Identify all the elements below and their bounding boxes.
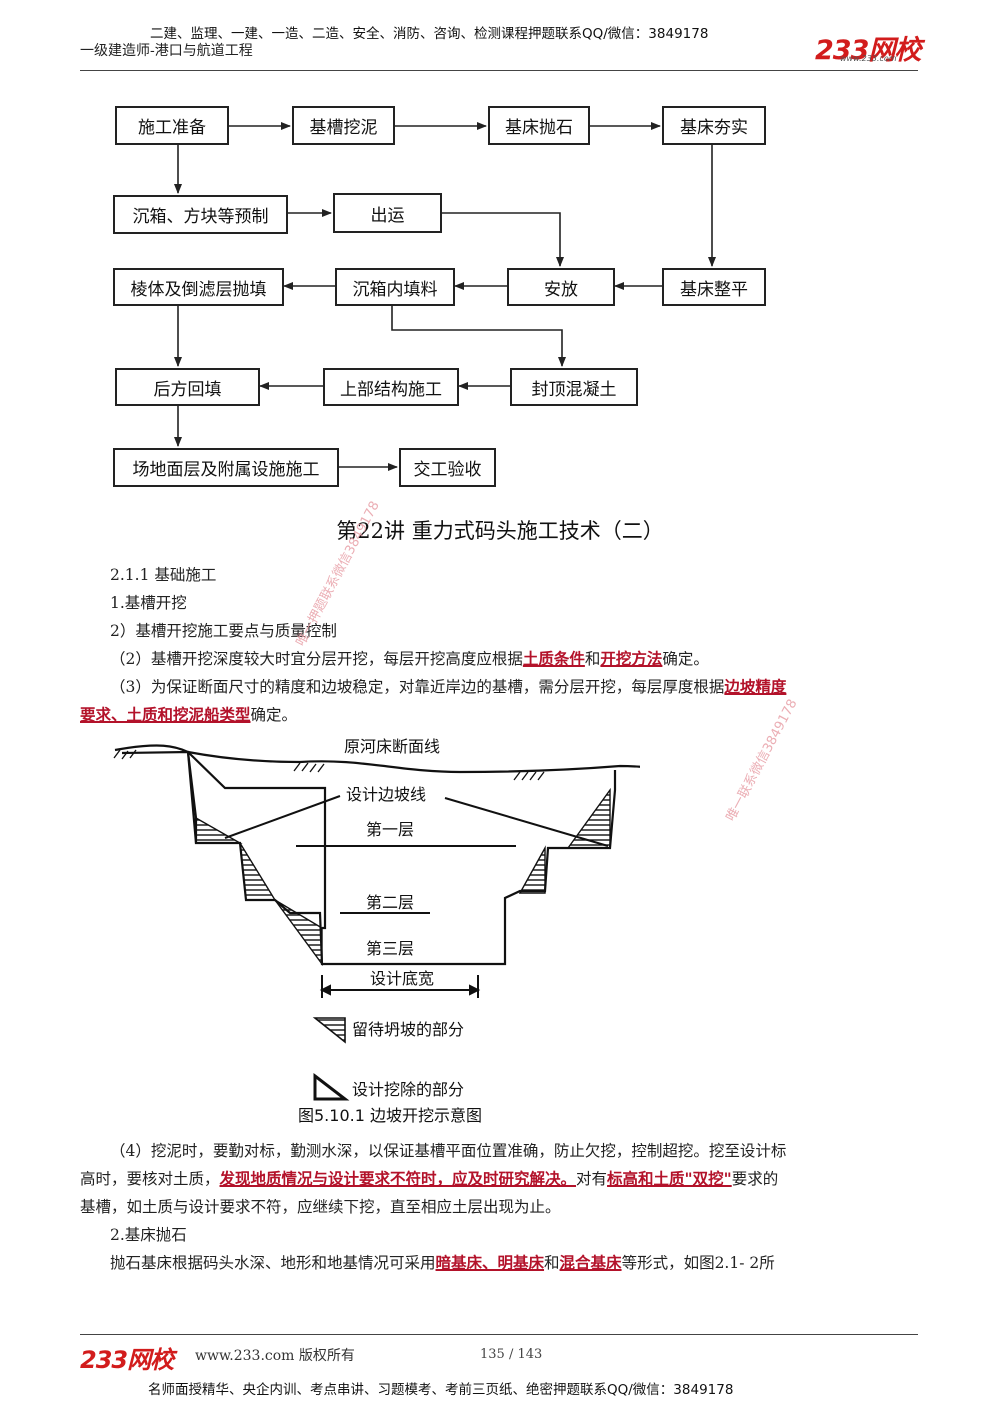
flowchart-arrows [174, 122, 716, 471]
label-layer-2: 第二层 [366, 893, 414, 912]
label-design-slope: 设计边坡线 [346, 785, 426, 804]
paragraph-4-line-2: 高时，要核对土质，发现地质情况与设计要求不符时，应及时研究解决。对有标高和土质"… [80, 1165, 778, 1193]
footer-logo: 233网校 [80, 1346, 174, 1374]
paragraph-2-text-a: （2）基槽开挖深度较大时宜分层开挖，每层开挖高度应根据 [110, 650, 523, 668]
section-heading-foundation: 2.1.1 基础施工 [110, 566, 217, 584]
legend-remove-label: 设计挖除的部分 [352, 1080, 464, 1099]
flow-box-transport: 出运 [333, 193, 442, 233]
flow-box-handover: 交工验收 [399, 448, 496, 487]
flow-box-level: 基床整平 [662, 268, 766, 306]
paragraph-3-text-c: 确定。 [250, 706, 298, 724]
header-banner: 二建、监理、一建、一造、二造、安全、消防、咨询、检测课程押题联系QQ/微信：38… [150, 26, 709, 42]
highlight-slope-precision: 边坡精度 [724, 677, 787, 696]
page-number: 135 / 143 [480, 1347, 543, 1362]
paragraph-4-line-3: 基槽，如土质与设计要求不符，应继续下挖，直至相应土层出现为止。 [80, 1198, 561, 1216]
flow-box-riprap: 基床抛石 [488, 106, 590, 145]
flow-box-prep: 施工准备 [115, 106, 229, 145]
paragraph-4-text-c: 对有 [576, 1170, 608, 1188]
flow-box-backfill-prism: 棱体及倒滤层抛填 [113, 268, 284, 306]
brand-logo-url: www.233.com [840, 54, 897, 63]
flow-box-rear-fill: 后方回填 [115, 368, 260, 406]
paragraph-4-text-d: 要求的 [731, 1170, 779, 1188]
flow-box-prefab: 沉箱、方块等预制 [113, 195, 288, 234]
header-rule [80, 70, 918, 71]
section-heading-riprap: 2.基床抛石 [110, 1226, 187, 1244]
paragraph-5: 抛石基床根据码头水深、地形和地基情况可采用暗基床、明基床和混合基床等形式，如图2… [110, 1249, 775, 1277]
section-heading-trench: 1.基槽开挖 [110, 594, 187, 612]
paragraph-4-text-b: 高时，要核对土质， [80, 1170, 220, 1188]
highlight-bed-types: 暗基床、明基床 [435, 1253, 545, 1272]
section-heading-quality: 2）基槽开挖施工要点与质量控制 [110, 622, 337, 640]
paragraph-2-text-b: 和 [584, 650, 601, 668]
highlight-geology-mismatch: 发现地质情况与设计要求不符时，应及时研究解决。 [219, 1169, 577, 1188]
paragraph-2-text-c: 确定。 [662, 650, 709, 668]
legend-keep-label: 留待坍坡的部分 [352, 1020, 464, 1039]
footer-copyright: www.233.com 版权所有 [195, 1348, 355, 1364]
figure-caption: 图5.10.1 边坡开挖示意图 [298, 1106, 482, 1125]
highlight-dredger-type: 要求、土质和挖泥船类型 [80, 705, 251, 724]
label-riverbed: 原河床断面线 [344, 737, 440, 756]
flow-box-fill: 沉箱内填料 [335, 268, 455, 306]
footer-rule [80, 1334, 918, 1335]
flow-box-place: 安放 [507, 268, 615, 306]
paragraph-3-line-2: 要求、土质和挖泥船类型确定。 [80, 701, 297, 729]
watermark-2: 唯一联系微信3849178 [723, 696, 801, 824]
paragraph-2: （2）基槽开挖深度较大时宜分层开挖，每层开挖高度应根据土质条件和开挖方法确定。 [110, 645, 709, 673]
flow-box-yard: 场地面层及附属设施施工 [113, 448, 339, 487]
label-layer-1: 第一层 [366, 820, 414, 839]
paragraph-5-text-b: 和 [544, 1254, 560, 1272]
label-bottom-width: 设计底宽 [370, 969, 434, 988]
flow-box-superstructure: 上部结构施工 [323, 368, 459, 406]
slope-excavation-figure: 原河床断面线 设计边坡线 第一层 第二层 第三层 设计底宽 留待坍坡的部分 设计… [113, 737, 640, 1125]
flow-box-trench: 基槽挖泥 [292, 106, 395, 145]
paragraph-4-line-1: （4）挖泥时，要勤对标，勤测水深，以保证基槽平面位置准确，防止欠挖，控制超挖。挖… [110, 1142, 787, 1160]
lecture-title: 第22讲 重力式码头施工技术（二） [336, 519, 664, 543]
flow-box-capping: 封顶混凝土 [510, 368, 638, 406]
header-subtitle: 一级建造师-港口与航道工程 [80, 43, 253, 59]
paragraph-5-text-c: 等形式，如图2.1- 2所 [621, 1254, 775, 1272]
paragraph-5-text-a: 抛石基床根据码头水深、地形和地基情况可采用 [110, 1254, 436, 1272]
footer-banner: 名师面授精华、央企内训、考点串讲、习题模考、考前三页纸、绝密押题联系QQ/微信：… [148, 1382, 734, 1398]
flow-box-tamp: 基床夯实 [662, 106, 766, 145]
highlight-mixed-bed: 混合基床 [559, 1253, 622, 1272]
highlight-excavation-method: 开挖方法 [600, 649, 663, 668]
highlight-soil-condition: 土质条件 [522, 649, 585, 668]
label-layer-3: 第三层 [366, 939, 414, 958]
paragraph-3-line-1: （3）为保证断面尺寸的精度和边坡稳定，对靠近岸边的基槽，需分层开挖，每层厚度根据… [110, 673, 786, 701]
brand-logo: 233网校 [815, 35, 921, 66]
highlight-double-control: 标高和土质"双挖" [607, 1169, 732, 1188]
paragraph-3-text-a: （3）为保证断面尺寸的精度和边坡稳定，对靠近岸边的基槽，需分层开挖，每层厚度根据 [110, 678, 725, 696]
